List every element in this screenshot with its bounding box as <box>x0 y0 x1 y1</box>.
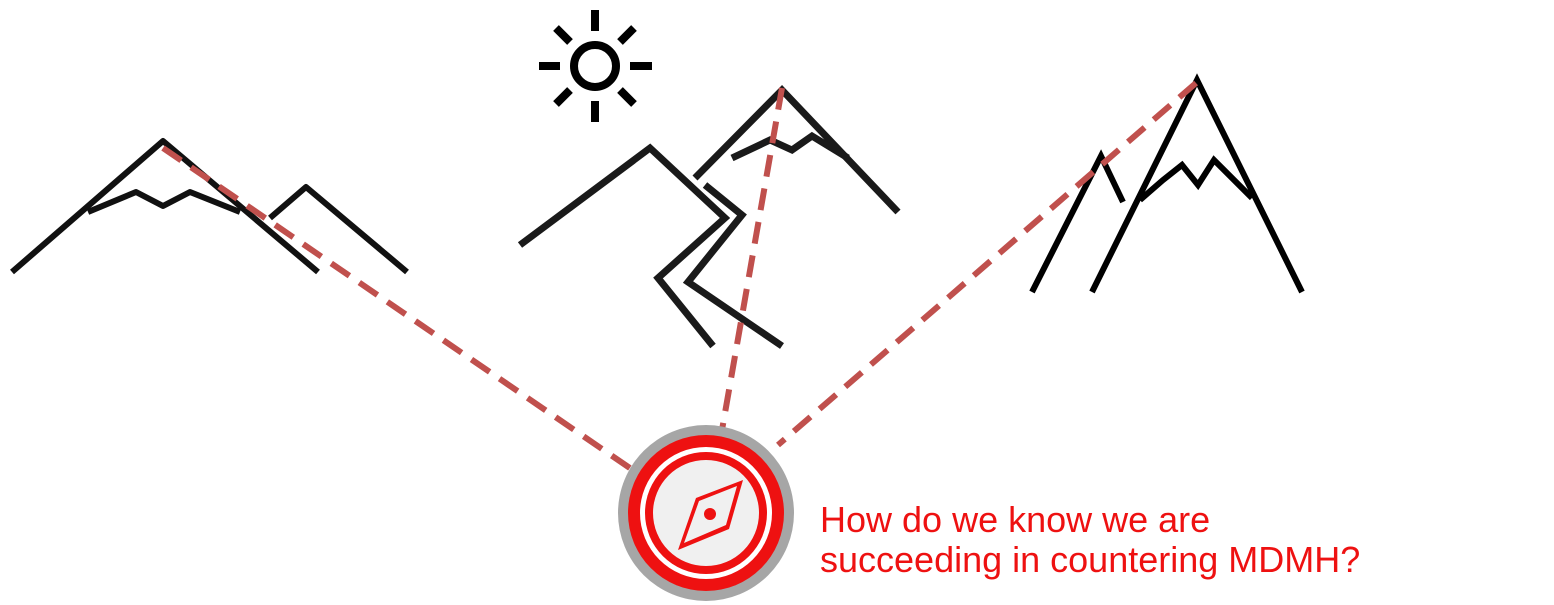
sightline-left <box>161 145 642 478</box>
mountain-peaks-icon <box>1029 73 1305 294</box>
mountain-icon <box>10 138 409 275</box>
question-text: How do we know we are succeeding in coun… <box>820 500 1540 580</box>
sightline-right <box>776 80 1198 448</box>
sightlines <box>161 80 1198 478</box>
question-line-1: How do we know we are <box>820 499 1211 540</box>
compass-icon <box>618 425 794 601</box>
mountain-road-icon <box>517 84 901 349</box>
sightline-middle <box>719 87 785 431</box>
question-line-2: succeeding in countering MDMH? <box>820 539 1361 580</box>
sun-icon <box>539 10 652 122</box>
